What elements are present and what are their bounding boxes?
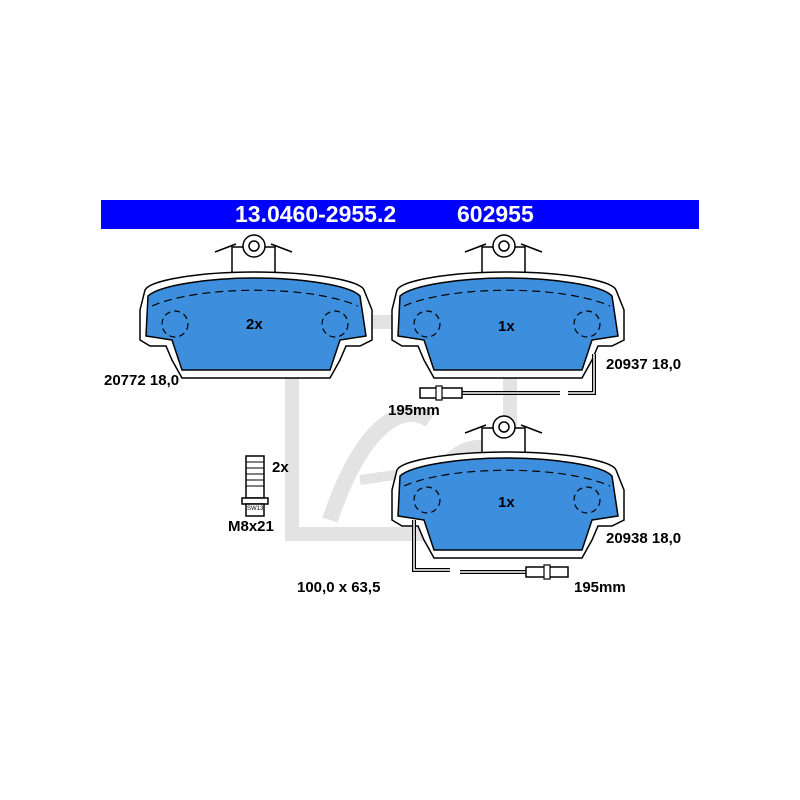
brake-pad-outer-wired	[391, 234, 625, 401]
pad-3-code: 20938 18,0	[606, 530, 682, 547]
reference-number: 602955	[457, 201, 534, 227]
pad-2-quantity: 1x	[498, 318, 515, 335]
pad-3-wire-length: 195mm	[574, 579, 626, 596]
bolt-size: M8x21	[228, 518, 274, 535]
pad-1-quantity: 2x	[246, 316, 263, 333]
bolt-wrench-size: SW13	[247, 506, 264, 512]
brake-pad-inner-wired	[391, 415, 625, 580]
bolt-drawing	[241, 455, 269, 517]
part-number-banner: 13.0460-2955.2 602955	[101, 200, 699, 229]
part-number: 13.0460-2955.2	[235, 201, 397, 227]
bolt-quantity: 2x	[272, 459, 289, 476]
pad-2-wire-length: 195mm	[388, 402, 440, 419]
pad-3-quantity: 1x	[498, 494, 515, 511]
pad-2-code: 20937 18,0	[606, 356, 682, 373]
pad-dimensions: 100,0 x 63,5	[297, 579, 381, 596]
pad-1-code: 20772 18,0	[104, 372, 180, 389]
brake-pad-inner-1	[139, 234, 373, 379]
